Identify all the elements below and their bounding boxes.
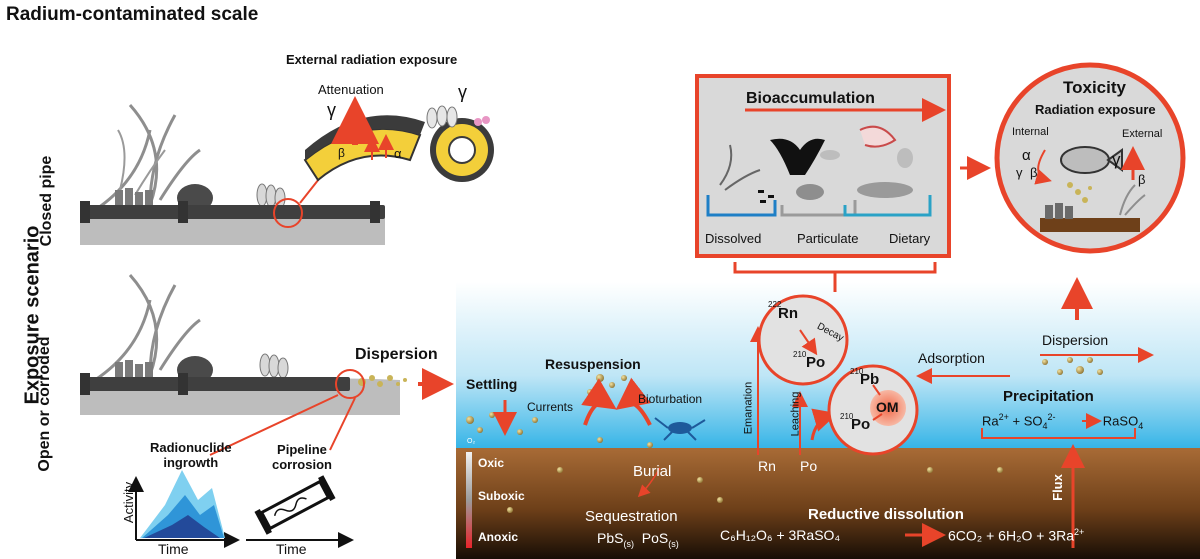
toxicity-external: External	[1122, 128, 1163, 140]
scenario-closed-label: Closed pipe	[38, 155, 55, 247]
scenario-open-label: Open or corroded	[36, 336, 53, 472]
emanation-label: Emanation	[742, 381, 755, 435]
toxicity-alpha: α	[1022, 147, 1031, 164]
external-heading: External radiation exposure	[286, 52, 458, 67]
toxicity-subtitle: Radiation exposure	[1035, 102, 1156, 117]
toxicity-scene	[1034, 146, 1146, 232]
bioturbation-label: Bioturbation	[638, 392, 703, 406]
sulfides-label: PbS(s) PoS(s)	[597, 530, 679, 549]
leaching-label: Leaching	[789, 391, 802, 437]
pipe-cross-section	[303, 96, 494, 182]
rn-mass: 222	[768, 300, 782, 309]
po-mass: 210	[793, 350, 807, 359]
anoxic-label: Anoxic	[478, 530, 519, 544]
alpha-symbol: α	[394, 146, 402, 161]
reductive-equation-left: C₆H₁₂O₆ + 3RaSO₄	[720, 527, 841, 543]
pb-symbol: Pb	[860, 371, 880, 388]
rn-sediment: Rn	[758, 458, 776, 474]
po2-symbol: Po	[851, 416, 871, 433]
bio-dietary: Dietary	[889, 231, 931, 246]
toxicity-beta-int: β	[1030, 165, 1038, 180]
oxic-label: Oxic	[478, 456, 505, 470]
dispersion-right-label: Dispersion	[1042, 332, 1109, 348]
po2-mass: 210	[840, 412, 854, 421]
pb-mass: 210	[850, 367, 864, 376]
ingrowth-chart	[128, 470, 240, 548]
closed-pipe-scene	[80, 104, 385, 245]
bio-particulate: Particulate	[797, 231, 859, 246]
ingrowth-x-axis: Time	[158, 541, 189, 557]
corrosion-x-axis: Time	[276, 541, 307, 557]
page-title: Radium-contaminated scale	[6, 4, 259, 25]
redox-bar	[466, 452, 472, 548]
crab	[654, 417, 706, 441]
ingrowth-y-axis: Activity	[121, 481, 137, 524]
suboxic-label: Suboxic	[478, 489, 525, 503]
rn-symbol: Rn	[778, 305, 798, 322]
toxicity-gamma-ext: γ	[1112, 150, 1121, 169]
bio-organisms	[719, 125, 913, 203]
settling-label: Settling	[466, 376, 518, 392]
reductive-dissolution-title: Reductive dissolution	[808, 506, 964, 523]
water-arrows	[493, 277, 1154, 548]
precipitation-equation: Ra2+ + SO42- RaSO4	[982, 412, 1144, 431]
dispersion-left-label: Dispersion	[355, 346, 438, 363]
po-symbol: Po	[806, 354, 826, 371]
toxicity-internal: Internal	[1012, 126, 1049, 138]
corrosion-chart	[246, 475, 354, 548]
reductive-equation-right: 6CO₂ + 6H₂O + 3Ra2+	[948, 527, 1085, 544]
burial-label: Burial	[633, 463, 672, 480]
adsorption-label: Adsorption	[918, 350, 985, 366]
precipitation-label: Precipitation	[1003, 388, 1094, 405]
flux-label: Flux	[1049, 474, 1065, 501]
bioaccumulation-title: Bioaccumulation	[746, 90, 875, 107]
gamma-symbol: γ	[327, 100, 336, 120]
sequestration-label: Sequestration	[585, 508, 678, 525]
po-sediment: Po	[800, 458, 818, 474]
toxicity-gamma-int: γ	[1016, 165, 1023, 180]
attenuation-label: Attenuation	[318, 82, 384, 97]
om-label: OM	[876, 399, 899, 415]
toxicity-beta-ext: β	[1138, 172, 1146, 187]
currents-label: Currents	[527, 400, 574, 414]
toxicity-title: Toxicity	[1063, 78, 1126, 97]
beta-symbol: β	[338, 146, 345, 160]
bio-dissolved: Dissolved	[705, 231, 762, 246]
resuspension-label: Resuspension	[545, 356, 641, 372]
gamma-symbol-ring: γ	[458, 82, 467, 102]
open-pipe-scene	[80, 274, 454, 456]
o2-label: O₂	[467, 438, 476, 445]
